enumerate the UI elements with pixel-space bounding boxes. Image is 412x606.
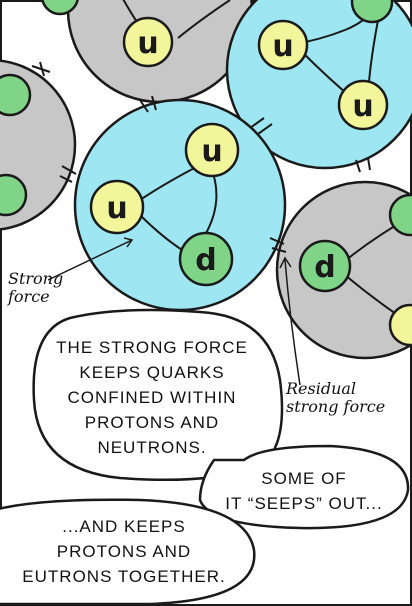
strong-force-label: Strong force (8, 270, 78, 306)
quark-label: u (137, 26, 158, 61)
proton-center: u u d (75, 100, 285, 310)
bubble-3-text: ...AND KEEPS PROTONS AND EUTRONS TOGETHE… (0, 514, 252, 589)
quark-label: u (106, 191, 127, 226)
quark-label: d (314, 250, 335, 285)
quark-label: u (352, 89, 373, 124)
bubble-2-text: SOME OF IT “SEEPS” OUT... (200, 466, 408, 516)
quark-label: u (272, 29, 293, 64)
bubble-1-text: THE STRONG FORCE KEEPS QUARKS CONFINED W… (32, 335, 272, 460)
residual-strong-force-label: Residual strong force (286, 380, 410, 416)
quark-label: d (195, 243, 216, 278)
quark-label: u (201, 134, 222, 169)
